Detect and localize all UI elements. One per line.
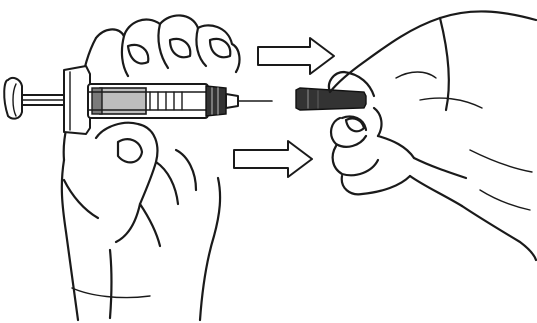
finger-flange (64, 66, 90, 134)
direction-arrow-top (258, 38, 334, 74)
left-hand (62, 15, 240, 320)
luer-hub (206, 86, 226, 116)
needle-hub (226, 94, 238, 108)
direction-arrow-bottom (234, 141, 312, 177)
right-hand (329, 11, 536, 260)
